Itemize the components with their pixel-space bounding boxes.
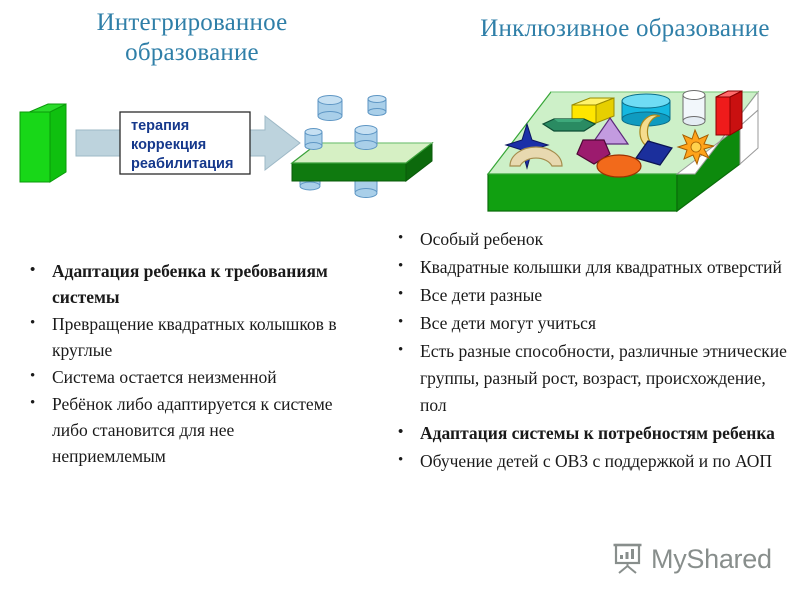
child-block-icon	[19, 103, 67, 183]
list-item: Ребёнок либо адаптируется к системе либо…	[22, 390, 352, 469]
system-platform-icon	[290, 95, 434, 198]
blue-star-icon	[504, 122, 550, 170]
inclusive-education-diagram	[470, 78, 800, 218]
purple-triangle-icon	[590, 116, 630, 145]
list-item: Обучение детей с ОВЗ с поддержкой и по А…	[392, 447, 792, 475]
list-item: Особый ребенок	[392, 225, 792, 253]
presentation-chart-icon	[612, 540, 644, 579]
orange-sun-icon	[676, 128, 715, 166]
yellow-cube-icon	[571, 97, 615, 124]
integrated-education-points: Адаптация ребенка к требованиям системыП…	[22, 257, 352, 470]
list-item: Все дети могут учиться	[392, 309, 792, 337]
red-prism-icon	[715, 90, 743, 136]
list-item: Превращение квадратных колышков в круглы…	[22, 310, 352, 363]
myshared-watermark: MyShared	[612, 540, 772, 579]
svg-text:реабилитация: реабилитация	[131, 156, 233, 172]
list-item: Все дети разные	[392, 281, 792, 309]
therapy-label-box: терапия коррекция реабилитация	[119, 111, 251, 175]
svg-text:коррекция: коррекция	[131, 137, 206, 153]
list-item: Система остается неизменной	[22, 363, 352, 390]
inclusive-education-points: Особый ребенокКвадратные колышки для ква…	[392, 225, 792, 476]
list-item: Квадратные колышки для квадратных отверс…	[392, 253, 792, 281]
svg-text:терапия: терапия	[131, 118, 189, 134]
watermark-label: MyShared	[651, 544, 772, 574]
page-title-inclusive: Инклюзивное образование	[480, 15, 770, 42]
green-hexagon-icon	[541, 118, 597, 132]
clear-cylinder-icon	[682, 90, 706, 126]
orange-ellipse-icon	[596, 154, 642, 178]
navy-diamond-icon	[635, 140, 673, 166]
list-item: Адаптация системы к потребностям ребенка	[392, 419, 792, 447]
integrated-education-diagram: терапия коррекция реабилитация	[0, 86, 440, 211]
page-title-integrated: Интегрированное образование	[96, 9, 288, 66]
tan-arch-icon	[509, 146, 563, 167]
list-item: Есть разные способности, различные этнич…	[392, 337, 792, 419]
list-item: Адаптация ребенка к требованиям системы	[22, 257, 352, 310]
